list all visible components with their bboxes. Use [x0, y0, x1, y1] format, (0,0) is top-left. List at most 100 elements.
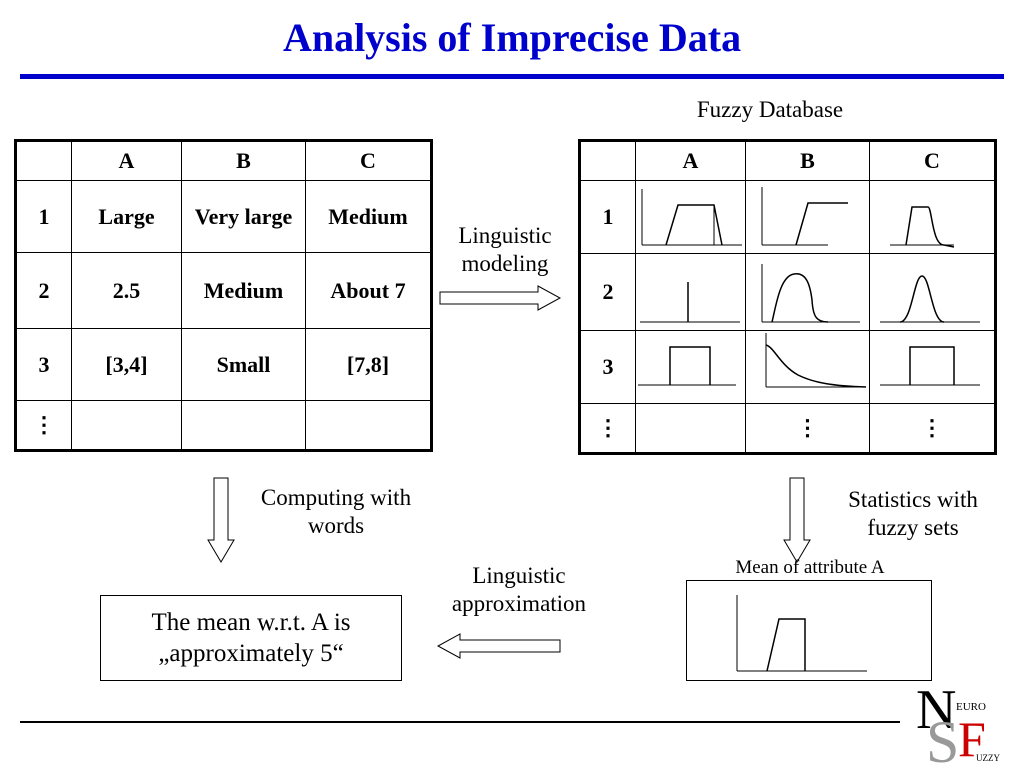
membership-cell	[869, 330, 996, 404]
membership-curve	[909, 346, 955, 385]
table-header-cell: A	[71, 140, 182, 181]
arrow-right-icon	[439, 285, 562, 311]
table-header-cell	[579, 140, 636, 181]
membership-cell	[635, 180, 746, 254]
table-cell: [7,8]	[305, 328, 432, 401]
membership-cell	[635, 253, 746, 331]
membership-curve	[795, 202, 848, 246]
table-header-cell: A	[635, 140, 746, 181]
computing-with-words-label: Computing with words	[236, 484, 436, 539]
linguistic-approximation-label: Linguistic approximation	[424, 562, 614, 617]
table-cell-ellipsis: ⋮	[15, 400, 72, 451]
membership-cell	[745, 330, 870, 404]
table-row: 1	[579, 180, 996, 254]
singleton-membership-plot	[640, 282, 740, 323]
membership-curve	[765, 344, 867, 388]
table-row: ⋮	[15, 400, 432, 451]
arrow-down-icon	[783, 477, 811, 563]
decreasing-membership-plot	[765, 333, 867, 388]
label-line: Linguistic	[472, 563, 566, 588]
membership-curve	[899, 275, 945, 323]
slide-title: Analysis of Imprecise Data	[282, 15, 742, 60]
table-cell: [3,4]	[71, 328, 182, 401]
bell-membership-plot	[761, 264, 860, 323]
bell-trapezoid-membership-plot	[890, 206, 955, 248]
table-cell: Very large	[181, 180, 306, 253]
table-cell	[181, 400, 306, 451]
table-cell: 2	[15, 252, 72, 329]
footer-rule	[20, 721, 900, 723]
table-row: ⋮ ⋮ ⋮	[579, 403, 996, 454]
label-line: words	[307, 512, 365, 538]
table-cell: Medium	[181, 252, 306, 329]
imprecise-data-table: A B C 1 Large Very large Medium 2 2.5 Me…	[14, 139, 433, 452]
logo-letter-f: F	[958, 711, 986, 767]
label-line: modeling	[461, 250, 549, 276]
result-line: „approximately 5“	[158, 640, 344, 667]
fuzzy-database-label: Fuzzy Database	[696, 97, 844, 122]
label-line: Computing with	[260, 485, 412, 510]
membership-cell	[869, 253, 996, 331]
linguistic-modeling-label: Linguistic modeling	[433, 222, 577, 277]
membership-curve	[766, 618, 806, 672]
result-box: The mean w.r.t. A is „approximately 5“	[100, 595, 402, 681]
logo-text-euro: EURO	[956, 701, 986, 713]
table-cell: 2	[579, 253, 636, 331]
neuro-fuzzy-logo: N EURO S F UZZY	[916, 679, 1000, 772]
table-header-cell: C	[869, 140, 996, 181]
table-cell-ellipsis: ⋮	[745, 403, 870, 454]
table-row: 1 Large Very large Medium	[15, 180, 432, 253]
table-header-cell: C	[305, 140, 432, 181]
table-cell	[635, 403, 746, 454]
table-cell: Small	[181, 328, 306, 401]
table-row: 2	[579, 253, 996, 331]
table-cell: Large	[71, 180, 182, 253]
logo-text-uzzy: UZZY	[976, 753, 1000, 763]
mean-of-attribute-label: Mean of attribute A	[735, 557, 885, 578]
table-header-row: A B C	[15, 140, 432, 181]
table-row: 2 2.5 Medium About 7	[15, 252, 432, 329]
label-line: Linguistic	[458, 223, 552, 248]
arrow-left-icon	[436, 633, 561, 659]
label-line: fuzzy sets	[867, 514, 959, 540]
ramp-membership-plot	[761, 187, 848, 246]
table-row: 3	[579, 330, 996, 404]
table-cell: 2.5	[71, 252, 182, 329]
table-cell: 1	[15, 180, 72, 253]
table-cell	[305, 400, 432, 451]
membership-cell	[745, 180, 870, 254]
table-cell: Medium	[305, 180, 432, 253]
membership-curve	[665, 204, 723, 246]
membership-curve	[669, 346, 711, 385]
membership-cell	[745, 253, 870, 331]
gaussian-membership-plot	[880, 275, 980, 323]
table-cell-ellipsis: ⋮	[579, 403, 636, 454]
table-header-cell: B	[181, 140, 306, 181]
table-header-row: A B C	[579, 140, 996, 181]
membership-cell	[635, 330, 746, 404]
logo-letter-n: N	[916, 679, 957, 741]
membership-curve	[771, 273, 829, 323]
table-cell: 3	[15, 328, 72, 401]
logo-letter-s: S	[926, 709, 960, 775]
title-underline	[20, 74, 1004, 79]
membership-cell	[869, 180, 996, 254]
label-line: Statistics with	[848, 487, 978, 512]
fuzzy-database-table: A B C 1 2	[578, 139, 997, 455]
table-cell: 1	[579, 180, 636, 254]
interval-membership-plot	[880, 346, 980, 386]
table-row: 3 [3,4] Small [7,8]	[15, 328, 432, 401]
interval-membership-plot	[638, 346, 736, 386]
table-header-cell	[15, 140, 72, 181]
table-cell: 3	[579, 330, 636, 404]
table-header-cell: B	[745, 140, 870, 181]
mean-attribute-plot-box	[686, 580, 932, 681]
arrow-down-icon	[207, 477, 235, 563]
table-cell	[71, 400, 182, 451]
mean-membership-plot	[736, 595, 867, 672]
trapezoid-membership-plot	[641, 189, 742, 246]
statistics-with-fuzzy-sets-label: Statistics with fuzzy sets	[822, 486, 1004, 541]
result-line: The mean w.r.t. A is	[151, 608, 351, 636]
table-cell-ellipsis: ⋮	[869, 403, 996, 454]
table-cell: About 7	[305, 252, 432, 329]
